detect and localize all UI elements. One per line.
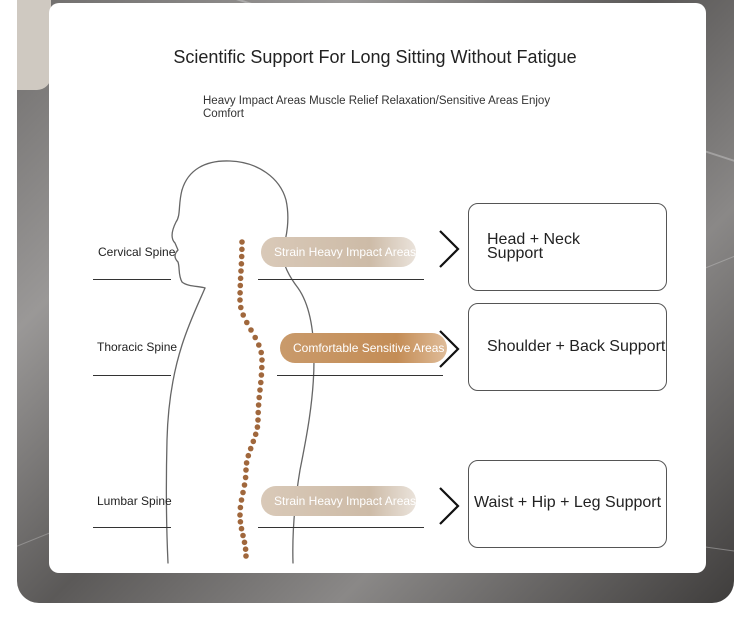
spine-vertebra — [243, 460, 250, 466]
spine-vertebra — [258, 379, 264, 386]
spine-vertebra — [250, 438, 257, 445]
spine-vertebra — [241, 539, 248, 546]
spine-vertebra — [239, 239, 245, 245]
chevron-right-icon — [439, 330, 460, 368]
spine-vertebra — [237, 519, 244, 525]
spine-vertebra — [247, 445, 254, 452]
spine-vertebra — [248, 327, 254, 333]
spine-vertebra — [252, 431, 259, 438]
spine-dots — [237, 239, 265, 559]
support-box-waist-hip-leg: Waist + Hip + Leg Support — [468, 460, 667, 548]
underline — [277, 375, 443, 376]
spine-vertebra — [244, 319, 250, 326]
spine-vertebra — [237, 275, 244, 282]
spine-vertebra — [238, 261, 245, 267]
chevron-right-icon — [439, 487, 460, 525]
spine-vertebra — [241, 482, 248, 488]
spine-vertebra — [237, 297, 243, 303]
infographic-card — [49, 3, 706, 573]
support-label: Shoulder + Back Support — [487, 338, 666, 355]
spine-vertebra — [238, 525, 245, 532]
subtitle: Heavy Impact Areas Muscle Relief Relaxat… — [203, 95, 551, 120]
support-box-head-neck: Head + Neck Support — [468, 203, 667, 291]
spine-vertebra — [256, 394, 263, 401]
support-label: Head + Neck Support — [487, 231, 580, 262]
spine-vertebra — [257, 387, 263, 393]
underline — [93, 527, 171, 528]
spine-vertebra — [237, 512, 243, 518]
cervical-spine-label: Cervical Spine — [98, 245, 176, 259]
area-pill-cervical: Strain Heavy Impact Areas — [261, 237, 416, 267]
support-box-shoulder-back: Shoulder + Back Support — [468, 303, 667, 391]
spine-vertebra — [237, 290, 243, 296]
underline — [258, 279, 424, 280]
spine-vertebra — [240, 489, 246, 496]
chevron-right-icon — [439, 230, 460, 268]
spine-vertebra — [238, 268, 244, 274]
spine-vertebra — [240, 312, 246, 318]
thoracic-spine-label: Thoracic Spine — [97, 340, 178, 354]
spine-vertebra — [259, 357, 265, 363]
lumbar-spine-label: Lumbar Spine — [97, 494, 172, 508]
spine-vertebra — [238, 497, 245, 503]
spine-vertebra — [258, 372, 265, 378]
spine-vertebra — [240, 532, 246, 539]
spine-vertebra — [259, 364, 265, 371]
spine-vertebra — [252, 334, 258, 341]
spine-vertebra — [243, 467, 249, 473]
page-title: Scientific Support For Long Sitting With… — [173, 47, 577, 67]
underline — [258, 527, 424, 528]
spine-vertebra — [242, 474, 249, 481]
spine-vertebra — [254, 424, 261, 430]
spine-vertebra — [245, 452, 252, 459]
spine-vertebra — [255, 342, 262, 348]
underline — [93, 375, 171, 376]
spine-vertebra — [243, 553, 249, 559]
spine-vertebra — [255, 417, 261, 423]
underline — [93, 279, 171, 280]
spine-vertebra — [239, 246, 245, 253]
area-pill-lumbar: Strain Heavy Impact Areas — [261, 486, 416, 516]
spine-vertebra — [237, 504, 244, 511]
support-label: Waist + Hip + Leg Support — [474, 494, 662, 511]
background-object — [17, 0, 51, 90]
spine-vertebra — [258, 349, 265, 356]
spine-vertebra — [237, 282, 244, 289]
spine-vertebra — [238, 253, 245, 260]
spine-vertebra — [255, 409, 261, 416]
spine-vertebra — [238, 304, 244, 311]
spine-vertebra — [242, 546, 249, 552]
spine-vertebra — [255, 402, 262, 408]
area-pill-thoracic: Comfortable Sensitive Areas — [280, 333, 447, 363]
